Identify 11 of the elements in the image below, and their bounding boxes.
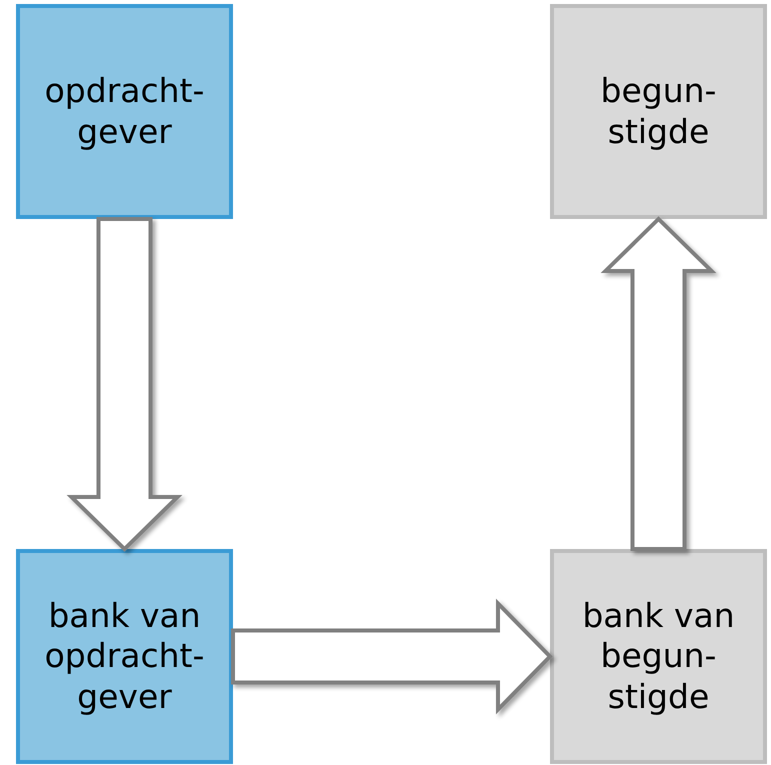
block-arrow (66, 217, 182, 552)
node-label: begun- stigde (600, 71, 718, 152)
block-arrow (231, 598, 553, 714)
process-box (16, 4, 233, 219)
node-label: opdracht- gever (44, 71, 206, 152)
process-box (550, 4, 767, 219)
process-box (16, 549, 233, 764)
node-label: bank van opdracht- gever (44, 596, 206, 717)
node-label: bank van begun- stigde (581, 596, 736, 717)
process-box (550, 549, 767, 764)
block-arrow (600, 216, 716, 551)
